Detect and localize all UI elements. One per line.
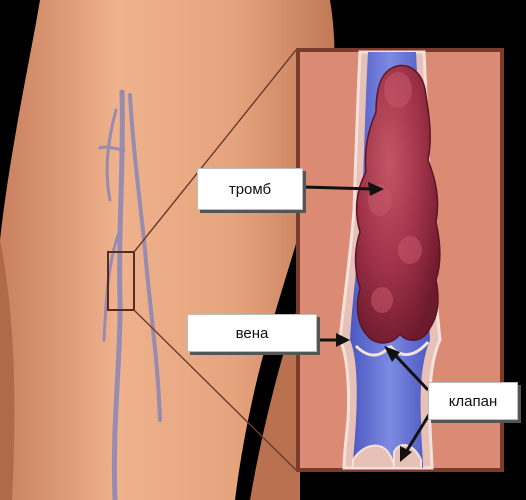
label-vein: вена xyxy=(187,314,317,352)
label-valve: клапан xyxy=(428,382,518,420)
leg xyxy=(0,0,335,500)
label-thrombus: тромб xyxy=(197,168,303,210)
